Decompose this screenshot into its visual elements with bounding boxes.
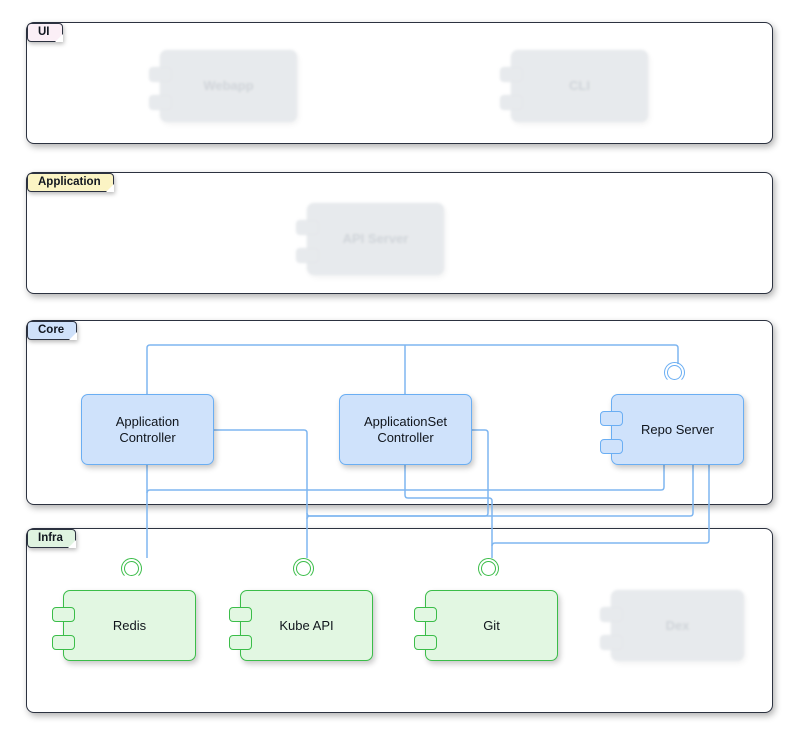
component-repo-server[interactable]: Repo Server — [600, 394, 744, 465]
group-label-application: Application — [27, 173, 114, 193]
component-tab-icon — [52, 607, 75, 622]
component-dex[interactable]: Dex — [600, 590, 744, 661]
lollipop-socket-redis — [121, 558, 142, 579]
component-tab-icon — [600, 411, 623, 426]
component-tab-icon — [600, 439, 623, 454]
component-tab-icon — [500, 95, 523, 110]
component-kube-api[interactable]: Kube API — [229, 590, 373, 661]
component-label-webapp: Webapp — [203, 78, 254, 93]
lollipop-git — [478, 558, 503, 580]
group-ui — [26, 22, 773, 144]
component-tab-icon — [229, 635, 252, 650]
component-git[interactable]: Git — [414, 590, 558, 661]
component-tab-icon — [414, 607, 437, 622]
component-cli[interactable]: CLI — [500, 50, 648, 122]
component-label-repo-server: Repo Server — [641, 421, 714, 437]
component-api-server[interactable]: API Server — [296, 203, 444, 275]
component-label-cli: CLI — [569, 78, 590, 93]
lollipop-ball-git — [481, 561, 496, 576]
lollipop-kube-api — [293, 558, 318, 580]
component-label-kube-api: Kube API — [279, 617, 334, 633]
component-tab-icon — [600, 607, 623, 622]
component-label-dex: Dex — [665, 617, 690, 633]
group-label-core-text: Core — [38, 324, 65, 336]
component-tab-icon — [500, 67, 523, 82]
group-label-application-text: Application — [38, 176, 101, 188]
lollipop-socket-git — [478, 558, 499, 579]
group-label-ui-text: UI — [38, 26, 50, 38]
component-label-redis: Redis — [112, 617, 147, 633]
group-label-infra-text: Infra — [38, 532, 63, 544]
component-tab-icon — [414, 635, 437, 650]
component-redis[interactable]: Redis — [52, 590, 196, 661]
lollipop-ball-kube-api — [296, 561, 311, 576]
group-label-core: Core — [27, 321, 78, 341]
component-tab-icon — [149, 95, 172, 110]
lollipop-ball-repo-server — [667, 365, 682, 380]
component-tab-icon — [149, 67, 172, 82]
component-tab-icon — [296, 220, 319, 235]
component-tab-icon — [600, 635, 623, 650]
lollipop-repo-server — [664, 362, 689, 384]
component-label-api-server: API Server — [342, 231, 409, 246]
component-webapp[interactable]: Webapp — [149, 50, 297, 122]
component-tab-icon — [296, 248, 319, 263]
lollipop-ball-redis — [124, 561, 139, 576]
lollipop-socket-kube-api — [293, 558, 314, 579]
group-label-infra: Infra — [27, 529, 77, 549]
component-label-git: Git — [483, 617, 500, 633]
component-tab-icon — [52, 635, 75, 650]
lollipop-redis — [121, 558, 146, 580]
group-label-ui: UI — [27, 23, 63, 43]
component-tab-icon — [229, 607, 252, 622]
